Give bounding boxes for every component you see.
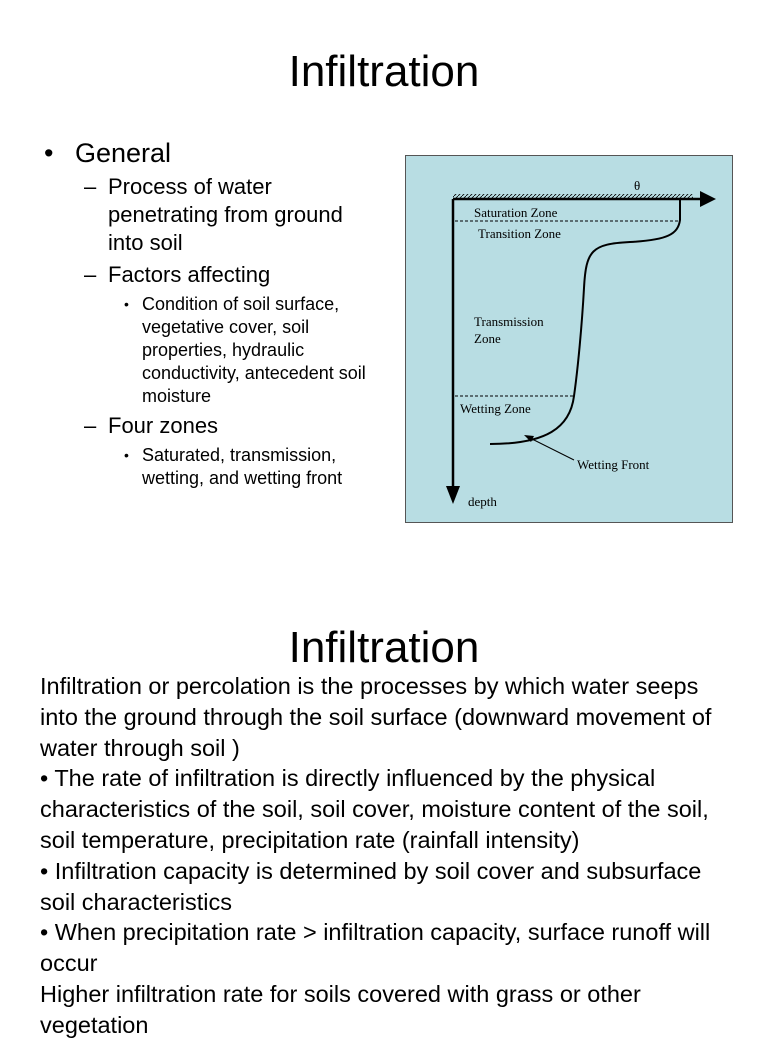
theta-axis-label: θ xyxy=(634,178,640,193)
bullet-general: General xyxy=(44,137,374,169)
body-paragraph-3: • Infiltration capacity is determined by… xyxy=(40,857,702,915)
wetting-front-pointer xyxy=(525,435,575,461)
depth-axis-label: depth xyxy=(468,494,497,509)
theta-axis-arrowhead xyxy=(700,191,716,207)
infiltration-zones-diagram: θ depth Saturation Zone Transition Zone … xyxy=(405,155,733,523)
saturation-zone-label: Saturation Zone xyxy=(474,205,558,220)
bullet-zones: Four zones xyxy=(84,412,374,440)
depth-axis-arrowhead xyxy=(446,486,460,504)
body-paragraph-4: • When precipitation rate > infiltration… xyxy=(40,919,711,977)
body-paragraph-1: Infiltration or percolation is the proce… xyxy=(40,673,712,761)
transmission-zone-label-line1: Transmission xyxy=(474,314,544,329)
slide-1-title: Infiltration xyxy=(288,47,480,96)
wetting-front-pointer-arrowhead xyxy=(524,435,534,442)
body-paragraph-5: Higher infiltration rate for soils cover… xyxy=(40,980,641,1038)
soil-surface-hatch xyxy=(453,194,693,199)
wetting-zone-label: Wetting Zone xyxy=(460,401,531,416)
moisture-profile-curve xyxy=(489,199,681,445)
bullet-factors: Factors affecting xyxy=(84,261,374,289)
wetting-front-label: Wetting Front xyxy=(577,457,650,472)
transition-zone-label: Transition Zone xyxy=(478,226,561,241)
bullet-factors-detail: Condition of soil surface, vegetative co… xyxy=(124,293,374,408)
slide-2-body: Infiltration or percolation is the proce… xyxy=(40,671,740,1041)
diagram-svg: θ depth Saturation Zone Transition Zone … xyxy=(446,178,716,509)
slide-1-bullet-list: General Process of water penetrating fro… xyxy=(44,137,374,490)
transmission-zone-label-line2: Zone xyxy=(474,331,501,346)
body-paragraph-2: • The rate of infiltration is directly i… xyxy=(40,765,709,853)
bullet-process: Process of water penetrating from ground… xyxy=(84,173,374,257)
slide-2-title: Infiltration xyxy=(288,623,480,672)
bullet-zones-detail: Saturated, transmission, wetting, and we… xyxy=(124,444,374,490)
